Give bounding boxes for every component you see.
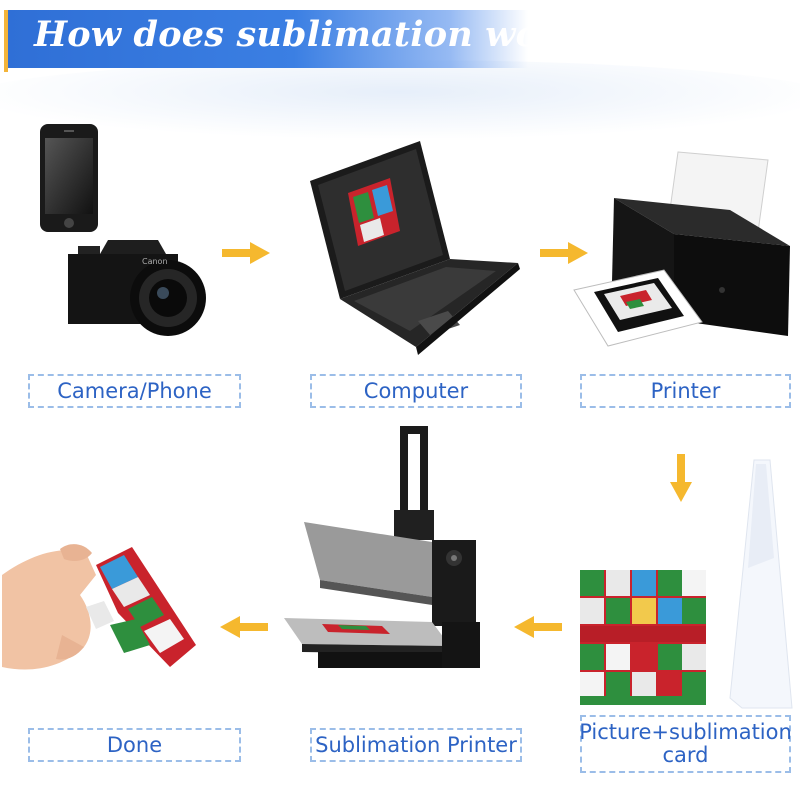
sublimation-card-icon bbox=[580, 459, 793, 709]
step-label-done: Done bbox=[28, 728, 241, 762]
heat-press-icon bbox=[284, 426, 480, 668]
camera-phone-icon: Canon bbox=[40, 124, 206, 336]
background-swoosh bbox=[0, 60, 800, 140]
step-label-camera-phone: Camera/Phone bbox=[28, 374, 241, 408]
step-label-line-1: Picture+sublimation bbox=[579, 720, 792, 744]
finished-product-icon bbox=[2, 544, 196, 670]
step-label-picture-sublimation-card: Picture+sublimation card bbox=[579, 715, 792, 773]
arrow-left-icon bbox=[514, 616, 562, 638]
step-label-line-2: card bbox=[662, 743, 709, 767]
title-banner bbox=[8, 10, 528, 68]
arrow-left-icon bbox=[220, 616, 268, 638]
step-label-sublimation-printer: Sublimation Printer bbox=[310, 728, 522, 762]
step-label-printer: Printer bbox=[580, 374, 791, 408]
step-label-computer: Computer bbox=[310, 374, 522, 408]
printer-icon bbox=[573, 151, 790, 347]
arrow-right-icon bbox=[540, 242, 588, 264]
laptop-icon bbox=[310, 141, 520, 355]
page-title: How does sublimation work bbox=[34, 14, 583, 55]
arrow-down-icon bbox=[670, 454, 692, 502]
banner-accent-bar bbox=[4, 10, 8, 72]
arrow-right-icon bbox=[222, 242, 270, 264]
svg-text:Canon: Canon bbox=[142, 257, 168, 266]
